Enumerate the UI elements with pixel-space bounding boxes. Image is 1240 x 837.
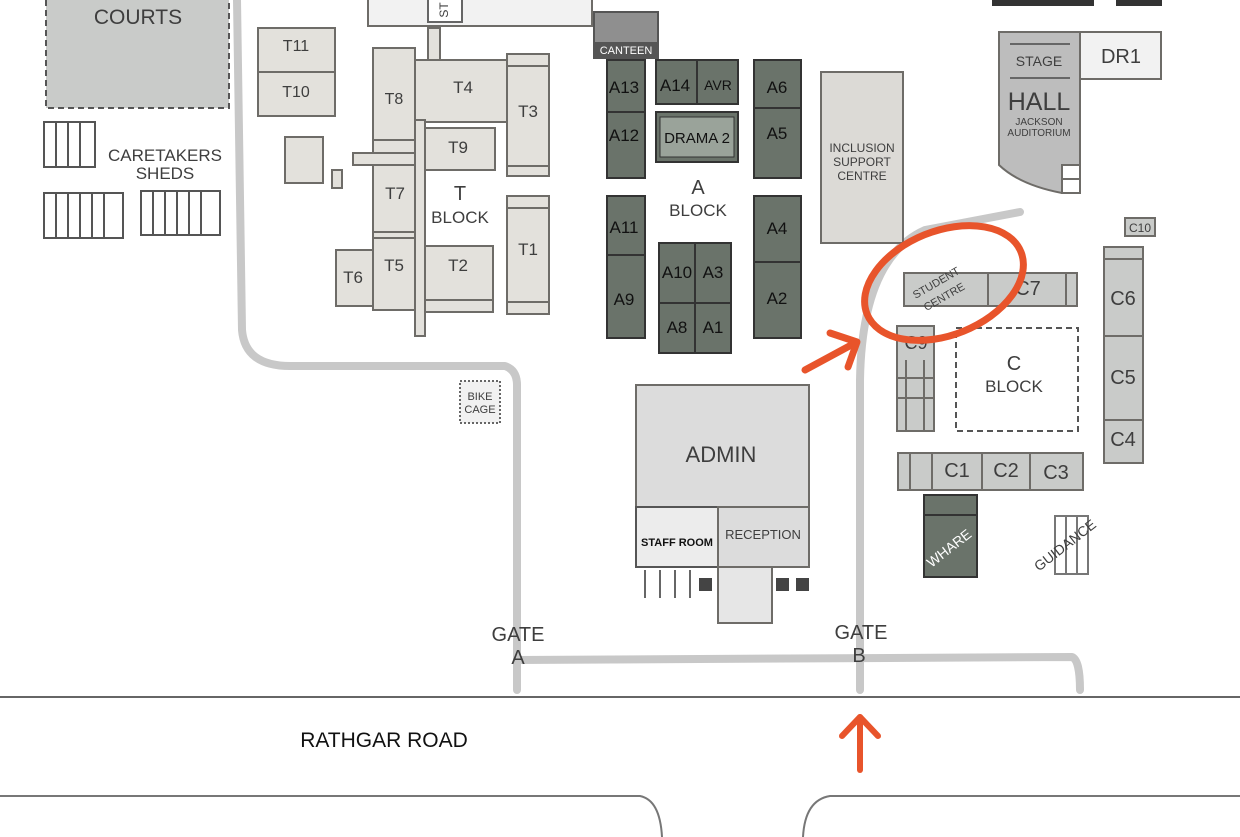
room-c1: C1 (944, 460, 970, 482)
guidance-building (1054, 515, 1089, 575)
t-block-label-1: T (454, 183, 466, 205)
bike-cage-label-2: CAGE (464, 404, 495, 416)
c-block-east (1103, 246, 1144, 464)
reception-label: RECEPTION (725, 527, 801, 542)
gate-b-label-1: GATE (835, 622, 888, 644)
room-a2: A2 (767, 289, 788, 308)
room-c6: C6 (1110, 288, 1136, 310)
hall-label: HALL (1008, 88, 1071, 116)
t-block (257, 27, 550, 337)
footpath-front (513, 653, 1084, 694)
courts-label: COURTS (94, 6, 182, 29)
c-block-area (955, 327, 1079, 432)
road-edge-south-west (0, 795, 663, 837)
room-c10: C10 (1129, 221, 1151, 235)
building-st (367, 0, 593, 27)
room-a4: A4 (767, 219, 788, 238)
room-t9: T9 (448, 138, 468, 157)
gate-a-label-2: A (511, 647, 525, 669)
admin-building (635, 384, 810, 624)
room-c2: C2 (993, 460, 1019, 482)
room-drama2: DRAMA 2 (664, 130, 730, 147)
inclusion-label-2: SUPPORT (833, 155, 891, 169)
footpath-west (233, 0, 521, 694)
room-a5: A5 (767, 124, 788, 143)
caretakers-sheds (43, 121, 221, 239)
a-block-label-2: BLOCK (669, 201, 727, 220)
canteen-label: CANTEEN (600, 45, 653, 57)
admin-label: ADMIN (686, 442, 757, 467)
room-c3: C3 (1043, 462, 1069, 484)
inclusion-support-centre (820, 71, 904, 244)
inclusion-label-3: CENTRE (837, 169, 886, 183)
room-a11: A11 (610, 218, 639, 237)
a-block-label-1: A (691, 177, 705, 199)
arrow-diagonal-icon (801, 329, 861, 374)
room-dr1: DR1 (1101, 46, 1141, 68)
room-t3: T3 (518, 102, 538, 121)
caretakers-label-1: CARETAKERS (108, 146, 222, 165)
road-label: RATHGAR ROAD (300, 729, 468, 752)
room-t4: T4 (453, 78, 473, 97)
room-c10-box (1124, 217, 1156, 237)
room-a14: A14 (660, 76, 690, 95)
room-t11: T11 (283, 38, 309, 55)
room-a1: A1 (703, 318, 724, 337)
top-right-block-2 (1116, 0, 1162, 6)
c-block-label-2: BLOCK (985, 377, 1043, 396)
staff-room-label: STAFF ROOM (641, 537, 713, 549)
room-a13: A13 (609, 78, 639, 97)
room-t5: T5 (384, 256, 404, 275)
inclusion-label-1: INCLUSION (829, 141, 894, 155)
room-t6: T6 (343, 268, 363, 287)
room-a6: A6 (767, 78, 788, 97)
a-block (606, 59, 802, 354)
student-centre-building (903, 272, 1078, 307)
room-t2: T2 (448, 256, 468, 275)
arrow-up-icon (839, 714, 881, 773)
accessible-parking-icon (699, 578, 809, 591)
hall-building (998, 31, 1162, 194)
jackson-label-2: AUDITORIUM (1007, 128, 1070, 139)
room-c5: C5 (1110, 367, 1136, 389)
stage-label: STAGE (1016, 53, 1062, 69)
room-a3: A3 (703, 263, 724, 282)
room-t1: T1 (518, 240, 538, 259)
room-a12: A12 (609, 126, 639, 145)
c-block-south (897, 452, 1084, 491)
top-right-block-1 (992, 0, 1094, 6)
room-a8: A8 (667, 318, 688, 337)
st-label: ST (437, 2, 451, 18)
room-t7: T7 (385, 184, 405, 203)
whare-building (923, 494, 978, 578)
room-t8: T8 (385, 91, 404, 108)
room-a9: A9 (614, 290, 635, 309)
room-c4: C4 (1110, 429, 1136, 451)
gate-a-label-1: GATE (492, 624, 545, 646)
footpath-gate-b (856, 208, 1024, 694)
c-block-label-1: C (1007, 353, 1021, 375)
highlight-circle (861, 222, 1027, 344)
courts-area (45, 0, 230, 109)
bike-cage-label-1: BIKE (467, 391, 492, 403)
caretakers-label-2: SHEDS (136, 164, 195, 183)
room-a10: A10 (662, 263, 692, 282)
jackson-label-1: JACKSON (1015, 117, 1062, 128)
room-avr: AVR (704, 77, 732, 93)
room-t10: T10 (282, 84, 310, 101)
st-box (427, 0, 463, 23)
gate-b-label-2: B (852, 645, 865, 667)
bike-cage (459, 380, 501, 424)
road-edge-south-east (802, 795, 1240, 837)
t-block-label-2: BLOCK (431, 208, 489, 227)
